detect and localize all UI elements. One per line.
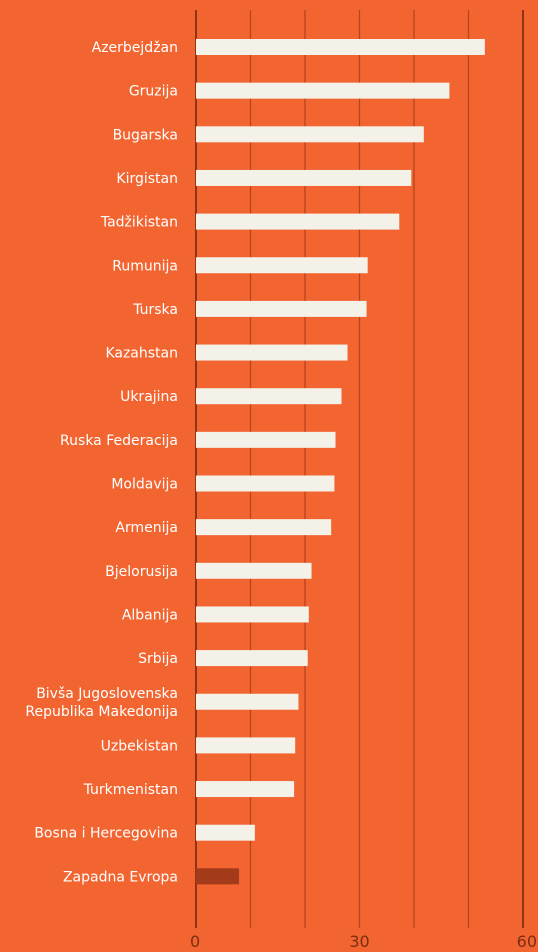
bar-12 <box>196 562 312 579</box>
bar-11 <box>196 519 332 536</box>
category-label-19: Zapadna Evropa <box>63 869 178 885</box>
category-label-1: Gruzija <box>129 84 178 100</box>
category-label-5: Rumunija <box>112 258 178 274</box>
category-label-14: Srbija <box>138 651 178 667</box>
category-label-2: Bugarska <box>113 127 178 143</box>
bar-2 <box>196 126 424 143</box>
x-tick-label-60: 60 <box>517 932 537 951</box>
category-label-10: Moldavija <box>111 477 178 493</box>
bar-1 <box>196 82 450 99</box>
x-tick-labels: 0 30 60 <box>190 932 537 951</box>
x-tick-label-0: 0 <box>190 932 200 951</box>
bar-3 <box>196 169 412 186</box>
bar-7 <box>196 344 348 361</box>
category-label-4: Tadžikistan <box>100 215 178 231</box>
gridlines <box>195 10 524 928</box>
category-labels: AzerbejdžanGruzijaBugarskaKirgistanTadži… <box>25 40 178 885</box>
category-label-12: Bjelorusija <box>105 564 178 580</box>
bar-13 <box>196 606 309 623</box>
bar-10 <box>196 475 335 492</box>
bar-19 <box>196 868 240 885</box>
category-label-7: Kazahstan <box>105 346 178 362</box>
bars <box>196 39 485 885</box>
category-label-13: Albanija <box>122 607 178 623</box>
x-tick-label-30: 30 <box>349 932 369 951</box>
category-label-8: Ukrajina <box>120 389 178 405</box>
category-label-17: Turkmenistan <box>83 782 178 798</box>
bar-0 <box>196 39 485 55</box>
bar-8 <box>196 388 342 405</box>
bar-15 <box>196 693 299 710</box>
category-label-0: Azerbejdžan <box>92 40 178 56</box>
bar-6 <box>196 300 367 317</box>
category-label-11: Armenija <box>115 520 178 536</box>
bar-5 <box>196 257 368 274</box>
bar-16 <box>196 737 296 754</box>
bar-14 <box>196 650 308 667</box>
category-label-3: Kirgistan <box>116 171 178 187</box>
bar-4 <box>196 213 400 230</box>
bar-18 <box>196 824 255 841</box>
category-label-9: Ruska Federacija <box>60 433 178 449</box>
category-label-18: Bosna i Hercegovina <box>34 826 178 842</box>
category-label-6: Turska <box>132 302 178 318</box>
bar-17 <box>196 781 295 798</box>
bar-9 <box>196 431 336 448</box>
category-label-16: Uzbekistan <box>101 738 178 754</box>
